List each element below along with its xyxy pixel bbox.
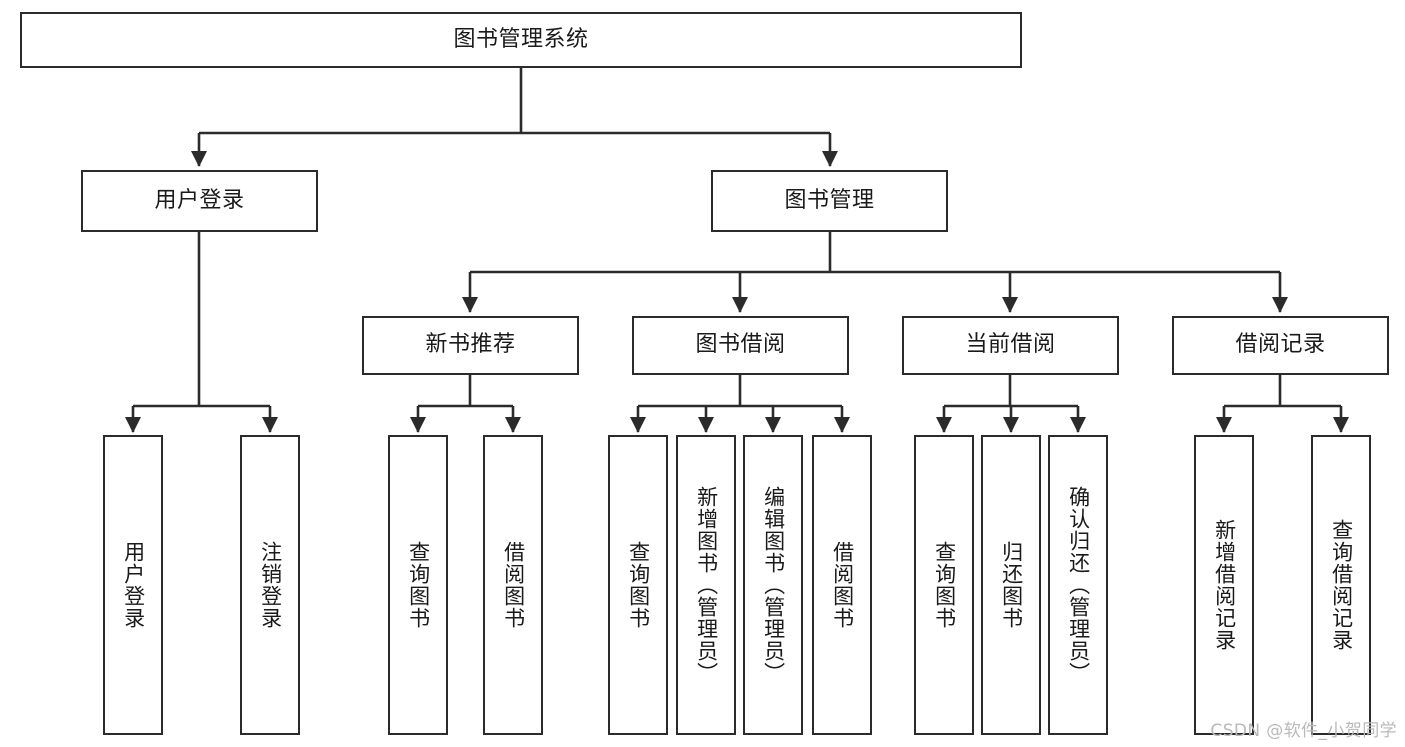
leaf-current-borrow-confirm-return[interactable]: 确认归还（管理员） — [1048, 435, 1108, 735]
node-label: 查询图书 — [626, 541, 651, 629]
leaf-new-book-borrow[interactable]: 借阅图书 — [483, 435, 543, 735]
leaf-current-borrow-return[interactable]: 归还图书 — [981, 435, 1041, 735]
node-label: 新增借阅记录 — [1212, 519, 1237, 651]
node-label: 归还图书 — [999, 541, 1024, 629]
node-label: 图书管理系统 — [453, 26, 589, 52]
node-user-login[interactable]: 用户登录 — [81, 170, 318, 232]
leaf-user-login-login[interactable]: 用户登录 — [103, 435, 163, 735]
node-label: 注销登录 — [258, 541, 283, 629]
node-label: 用户登录 — [154, 187, 245, 213]
node-label: 查询借阅记录 — [1329, 519, 1354, 651]
node-current-borrow[interactable]: 当前借阅 — [902, 316, 1119, 375]
leaf-book-borrow-query[interactable]: 查询图书 — [608, 435, 668, 735]
csdn-watermark: CSDN @软件_小贺同学 — [1210, 721, 1397, 741]
leaf-borrow-record-add[interactable]: 新增借阅记录 — [1194, 435, 1254, 735]
leaf-book-borrow-edit[interactable]: 编辑图书（管理员） — [743, 435, 803, 735]
leaf-borrow-record-query[interactable]: 查询借阅记录 — [1311, 435, 1371, 735]
node-new-book-recommend[interactable]: 新书推荐 — [362, 316, 579, 375]
node-label: 借阅图书 — [830, 541, 855, 629]
leaf-book-borrow-add[interactable]: 新增图书（管理员） — [676, 435, 736, 735]
leaf-user-login-logout[interactable]: 注销登录 — [240, 435, 300, 735]
leaf-new-book-query[interactable]: 查询图书 — [388, 435, 448, 735]
node-label: 借阅记录 — [1235, 332, 1326, 358]
node-label: 查询图书 — [932, 541, 957, 629]
node-label: 新增图书（管理员） — [694, 486, 719, 684]
node-label: 当前借阅 — [965, 332, 1056, 358]
leaf-book-borrow-borrow[interactable]: 借阅图书 — [812, 435, 872, 735]
node-label: 确认归还（管理员） — [1066, 486, 1091, 684]
node-label: 图书管理 — [784, 187, 875, 213]
node-label: 借阅图书 — [501, 541, 526, 629]
node-label: 用户登录 — [121, 541, 146, 629]
node-book-management[interactable]: 图书管理 — [711, 170, 948, 232]
node-borrow-record[interactable]: 借阅记录 — [1172, 316, 1389, 375]
node-label: 查询图书 — [406, 541, 431, 629]
node-label: 图书借阅 — [695, 332, 786, 358]
node-label: 新书推荐 — [425, 332, 516, 358]
node-label: 编辑图书（管理员） — [761, 486, 786, 684]
node-book-borrow[interactable]: 图书借阅 — [632, 316, 849, 375]
node-root-book-management-system[interactable]: 图书管理系统 — [20, 12, 1022, 68]
leaf-current-borrow-query[interactable]: 查询图书 — [914, 435, 974, 735]
